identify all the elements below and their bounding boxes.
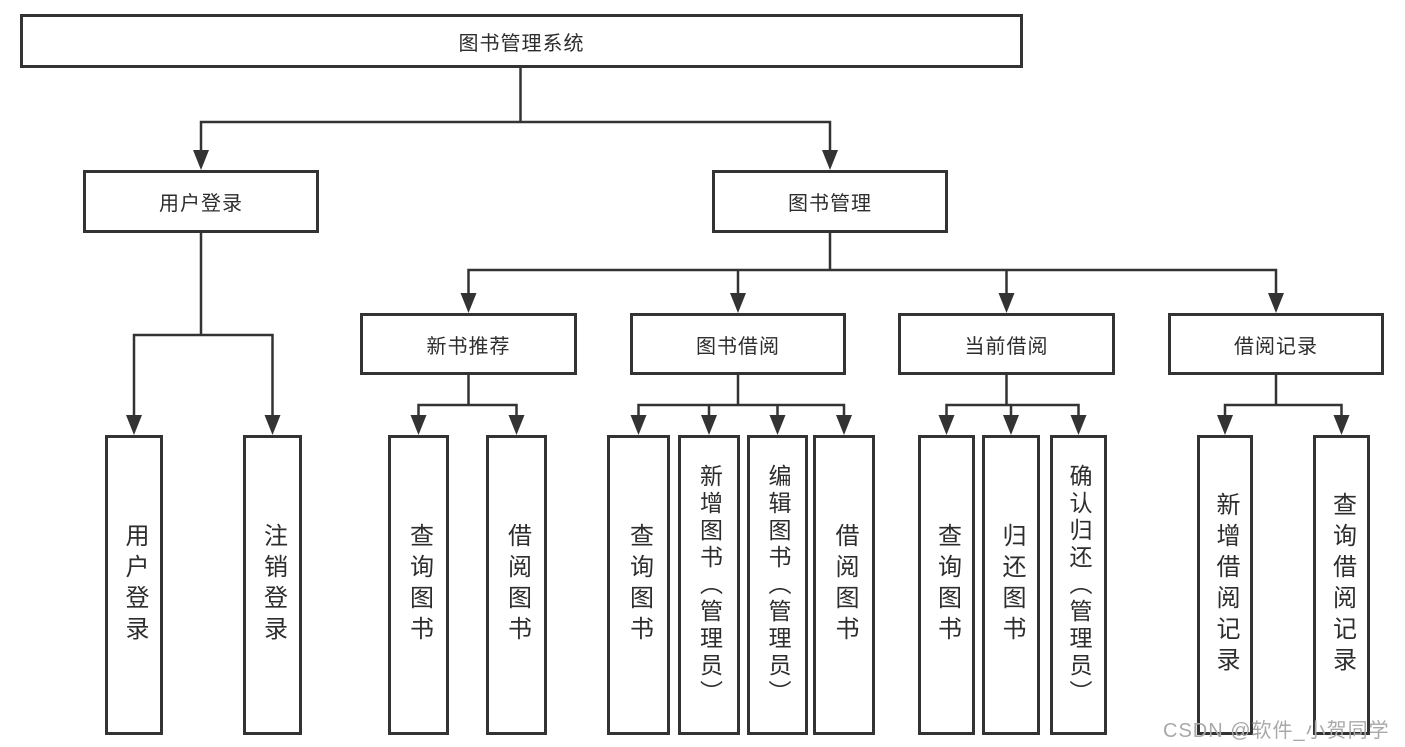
node-user-login: 用户登录 (83, 170, 319, 233)
leaf-label: 查询图书 (625, 523, 653, 647)
node-label: 图书管理 (788, 193, 872, 215)
node-library-management-system: 图书管理系统 (20, 14, 1023, 68)
node-label: 借阅记录 (1234, 335, 1318, 358)
leaf-add-borrow-record: 新增借阅记录 (1197, 435, 1253, 735)
node-label: 图书借阅 (696, 335, 780, 358)
leaf-query-books-borrowing: 查询图书 (607, 435, 670, 735)
leaf-query-books-recommend: 查询图书 (388, 435, 449, 735)
leaf-edit-books-admin: 编辑图书（管理员） (747, 435, 808, 735)
leaf-return-books: 归还图书 (982, 435, 1040, 735)
connector-lines (132, 66, 1343, 419)
leaf-query-books-current: 查询图书 (918, 435, 975, 735)
leaf-user-login: 用户登录 (105, 435, 163, 735)
node-book-management: 图书管理 (712, 170, 948, 233)
leaf-label: 查询借阅记录 (1328, 492, 1356, 678)
leaf-label: 编辑图书（管理员） (765, 463, 791, 707)
node-current-borrowing: 当前借阅 (898, 313, 1115, 375)
leaf-label: 新增图书（管理员） (696, 463, 723, 707)
leaf-label: 借阅图书 (503, 523, 531, 647)
leaf-label: 确认归还（管理员） (1066, 463, 1092, 707)
leaf-label: 借阅图书 (831, 523, 858, 647)
leaf-borrow-books-borrowing: 借阅图书 (813, 435, 875, 735)
leaf-label: 新增借阅记录 (1212, 492, 1239, 678)
node-borrowing-records: 借阅记录 (1168, 313, 1384, 375)
leaf-add-books-admin: 新增图书（管理员） (678, 435, 740, 735)
leaf-label: 注销登录 (259, 523, 287, 647)
node-label: 用户登录 (159, 193, 243, 215)
watermark-text: CSDN @软件_小贺同学 (1163, 720, 1390, 742)
leaf-borrow-books-recommend: 借阅图书 (486, 435, 547, 735)
node-label: 新书推荐 (426, 335, 511, 358)
leaf-query-borrow-record: 查询借阅记录 (1313, 435, 1370, 735)
leaf-label: 查询图书 (933, 523, 961, 647)
leaf-logout: 注销登录 (243, 435, 302, 735)
node-label: 图书管理系统 (458, 32, 585, 55)
node-new-book-recommendation: 新书推荐 (360, 313, 577, 375)
leaf-label: 归还图书 (998, 523, 1025, 647)
arrowhead-icons (126, 150, 1350, 435)
leaf-label: 查询图书 (405, 523, 433, 647)
node-label: 当前借阅 (964, 335, 1049, 358)
leaf-label: 用户登录 (121, 523, 148, 647)
leaf-confirm-return-admin: 确认归还（管理员） (1050, 435, 1107, 735)
node-book-borrowing: 图书借阅 (630, 313, 846, 375)
